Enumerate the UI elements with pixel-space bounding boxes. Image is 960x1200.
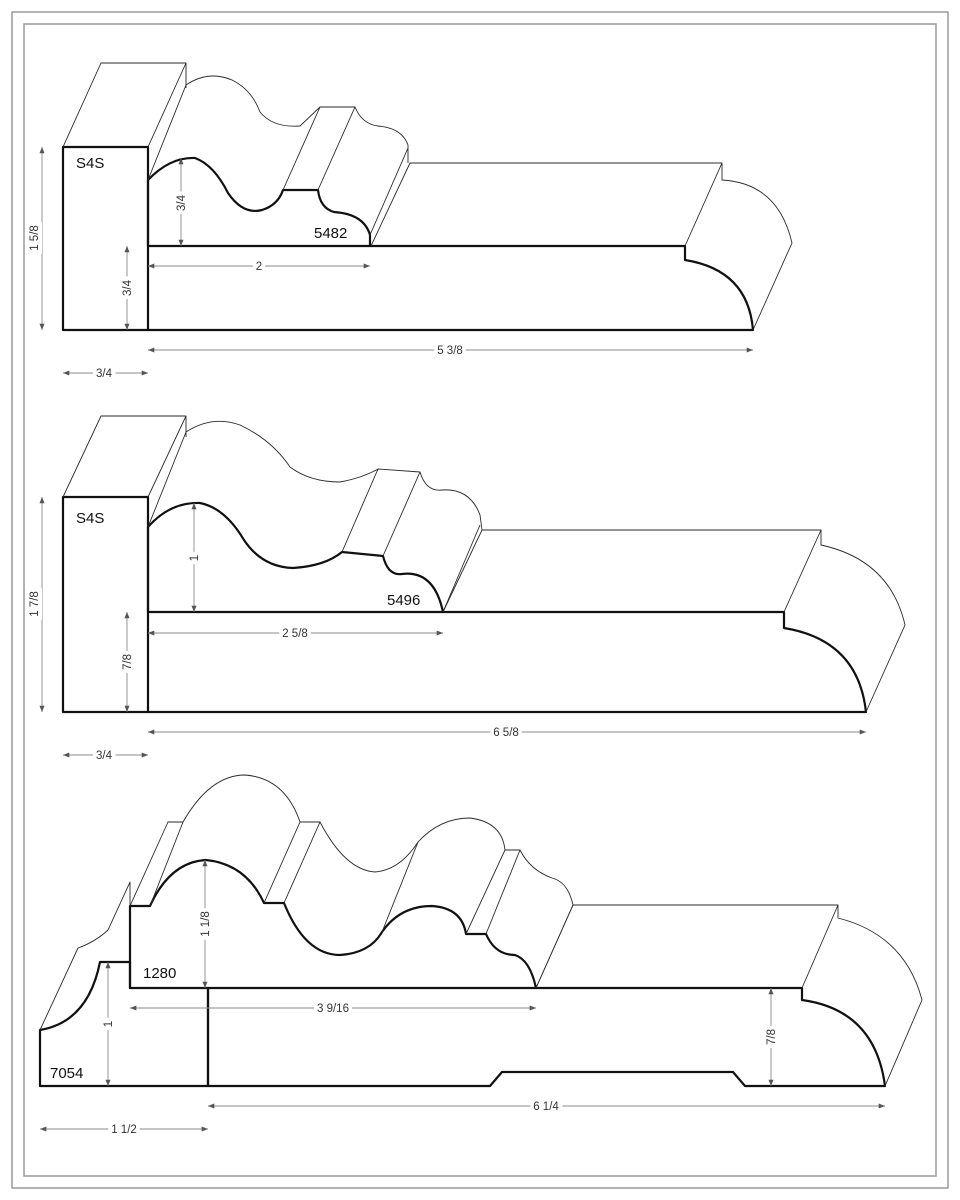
dim-2-stock-height-text: 7/8 [122,654,134,670]
dim-3-crown-width-text: 3 9/16 [317,1003,349,1015]
dimension-text-mask [93,749,116,763]
label-5496: 5496 [387,592,420,609]
base-top-face [801,904,923,1087]
dim-3-left-height-text: 1 [103,1021,115,1027]
crown-5496 [146,420,483,614]
dimension-text-mask [28,222,42,254]
crown-1280-top [129,774,574,907]
base-board-1 [146,162,793,332]
base-top-edge [370,162,722,247]
crown-5496-ridges [341,468,481,613]
cap-7054-top [39,881,131,1031]
cap-7054 [38,881,210,1088]
dim-1-stock-height-text: 3/4 [122,279,134,296]
dimension-text-mask [108,1123,140,1137]
dim-2-profile-width-text: 2 5/8 [282,628,308,640]
dim-1-profile-height-text: 3/4 [176,194,188,211]
dimension-text-mask [252,260,266,274]
base-top-edge [442,529,821,613]
dim-1-profile-width-text: 2 [256,261,262,273]
dim-1-stock-width-text: 3/4 [96,368,113,380]
label-s4s-2: S4S [76,510,104,527]
s4s-front-face [61,145,150,332]
label-5482: 5482 [314,225,347,242]
base-top-edge [535,904,838,989]
base-front-face [146,610,868,714]
label-1280: 1280 [143,965,176,982]
dimension-text-mask [188,551,202,565]
label-7054: 7054 [50,1065,83,1082]
dims-1: 1 5/8 3/4 3/4 2 5 3/8 3/4 [28,147,753,381]
s4s-top-face [62,62,187,148]
dimension-text-mask [314,1002,352,1016]
profile-5496-assembly: S4S 5496 1 7/8 7/8 1 2 5/8 6 5/8 3/4 [28,415,906,763]
crown-5496-top [147,420,483,531]
base-top-face [783,529,906,713]
dimension-text-mask [765,1026,779,1048]
dim-1-total-height-text: 1 5/8 [29,225,41,251]
dim-2-total-height-text: 1 7/8 [29,591,41,617]
profile-1280-7054-assembly: 1280 7054 1 1/8 3 9/16 7/8 1 6 1/4 1 1/2 [38,774,923,1137]
dimension-text-mask [121,276,135,299]
dimension-text-mask [102,1017,116,1031]
dims-3: 1 1/8 3 9/16 7/8 1 6 1/4 1 1/2 [40,860,885,1137]
outer-border [11,11,949,1189]
dim-3-base-width-text: 6 1/4 [533,1101,559,1113]
dim-2-stock-width-text: 3/4 [96,750,113,762]
s4s-front-face [61,495,150,714]
dimension-text-mask [530,1100,563,1114]
dim-2-base-width-text: 6 5/8 [493,727,519,739]
dim-3-crown-height-text: 1 1/8 [200,911,212,937]
inner-border [23,23,937,1177]
dim-3-left-width-text: 1 1/2 [111,1124,137,1136]
base-top-face [684,162,793,331]
dimension-text-mask [490,726,522,740]
dim-1-base-width-text: 5 3/8 [437,345,463,357]
dim-2-profile-height-text: 1 [189,555,201,561]
crown-5482-top [147,75,409,181]
base-board-3 [206,904,923,1088]
crown-5496-front [146,501,445,614]
dim-3-base-height-text: 7/8 [766,1029,778,1045]
dimension-text-mask [279,627,311,641]
dimension-text-mask [199,908,213,940]
dimension-text-mask [175,191,189,214]
dimension-text-mask [434,344,466,358]
dimension-text-mask [28,588,42,620]
base-front-face [146,244,755,332]
crown-1280-front [128,858,538,990]
dimension-text-mask [121,651,135,673]
crown-5482-ridges [282,106,409,236]
s4s-top-face [62,415,187,498]
dims-2: 1 7/8 7/8 1 2 5/8 6 5/8 3/4 [28,497,866,763]
dimension-text-mask [93,367,116,381]
crown-1280-ridges [149,821,574,989]
crown-5482 [146,75,409,248]
profile-5482-assembly: S4S 5482 1 5/8 3/4 3/4 2 5 3/8 3/4 [28,62,793,381]
crown-1280 [128,774,574,990]
label-s4s-1: S4S [76,155,104,172]
base-front-face [206,986,887,1088]
crown-5482-front [146,156,372,248]
